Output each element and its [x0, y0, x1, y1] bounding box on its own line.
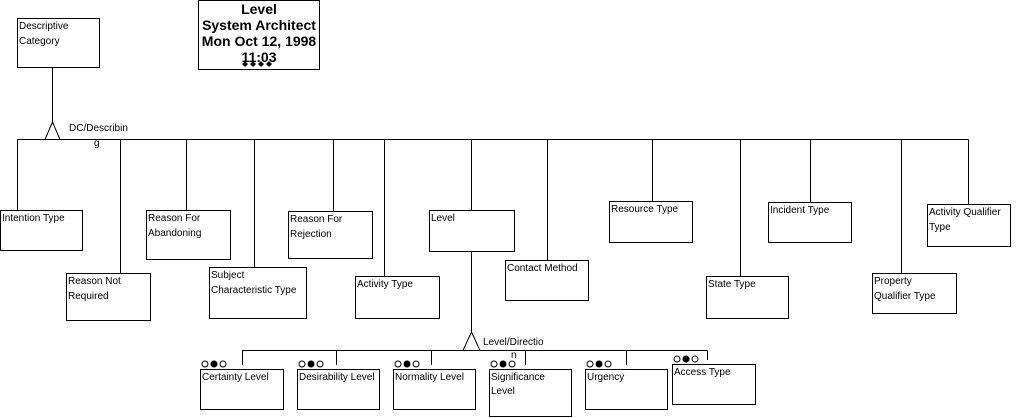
entity-label: Property: [874, 276, 912, 287]
entity-box[interactable]: Contact Method: [505, 260, 589, 301]
supertype-triangle-icon: [462, 331, 481, 351]
sub-entity-box[interactable]: Access Type: [672, 364, 756, 405]
title-line-2: System Architect: [202, 17, 316, 33]
entity-label: Normality Level: [395, 372, 464, 383]
title-line-1: Level: [241, 1, 277, 17]
title-line-4: 11:03: [241, 49, 276, 65]
optionality-icon: [394, 360, 420, 368]
entity-label: Type: [929, 222, 951, 233]
entity-label: Significance: [491, 372, 545, 383]
supertype-triangle-icon: [44, 121, 61, 140]
entity-label: Urgency: [587, 372, 624, 383]
entity-label: Contact Method: [507, 263, 578, 274]
title-line-3: Mon Oct 12, 1998: [202, 33, 317, 49]
optionality-icon: [490, 360, 516, 368]
entity-label: Qualifier Type: [874, 291, 936, 302]
optionality-icon: [673, 355, 699, 363]
entity-label: Resource Type: [611, 204, 679, 215]
svg-text:Category: Category: [19, 36, 60, 47]
entity-descriptive-category[interactable]: Descriptive Category: [17, 18, 100, 68]
entity-label: Activity Qualifier: [929, 207, 1001, 218]
entity-box[interactable]: Level: [429, 210, 515, 252]
entity-box[interactable]: Resource Type: [609, 201, 693, 243]
diamond-icons: [242, 61, 272, 67]
entity-label: Reason Not: [68, 276, 121, 287]
entity-label: Reason For: [290, 214, 343, 225]
relationship-label: Level/Directio: [483, 337, 544, 348]
entity-box[interactable]: Intention Type: [0, 210, 83, 251]
optionality-icon: [201, 360, 227, 368]
entity-label: Intention Type: [2, 213, 65, 224]
sub-entity-box[interactable]: Normality Level: [393, 369, 476, 410]
optionality-icon: [298, 360, 324, 368]
entity-label: Desirability Level: [299, 372, 375, 383]
entity-box[interactable]: Incident Type: [768, 202, 852, 243]
entity-label: Rejection: [290, 229, 332, 240]
relationship-label: DC/Describin: [69, 123, 128, 134]
optionality-icon: [586, 360, 612, 368]
sub-entity-box[interactable]: Urgency: [585, 369, 668, 410]
relationship-label-wrap: g: [94, 138, 100, 149]
entity-box[interactable]: State Type: [706, 276, 789, 319]
entity-label: Activity Type: [357, 279, 413, 290]
entity-label: Access Type: [674, 367, 731, 378]
entity-label: Required: [68, 291, 109, 302]
entity-label: Characteristic Type: [211, 285, 297, 296]
svg-text:Descriptive: Descriptive: [19, 21, 69, 32]
entity-label: Certainty Level: [202, 372, 269, 383]
entity-label: Incident Type: [770, 205, 830, 216]
entity-label: Level: [431, 213, 455, 224]
entity-label: State Type: [708, 279, 756, 290]
sub-entity-box[interactable]: Certainty Level: [200, 369, 284, 410]
sub-entity-box[interactable]: Desirability Level: [297, 369, 380, 410]
entity-label: Subject: [211, 270, 245, 281]
cardinality-marker: n: [511, 350, 517, 361]
entity-label: Abandoning: [148, 228, 201, 239]
entity-box[interactable]: Activity Type: [355, 276, 440, 319]
entity-label: Level: [491, 386, 515, 397]
entity-label: Reason For: [148, 213, 201, 224]
title-block: Level System Architect Mon Oct 12, 1998 …: [198, 0, 320, 70]
